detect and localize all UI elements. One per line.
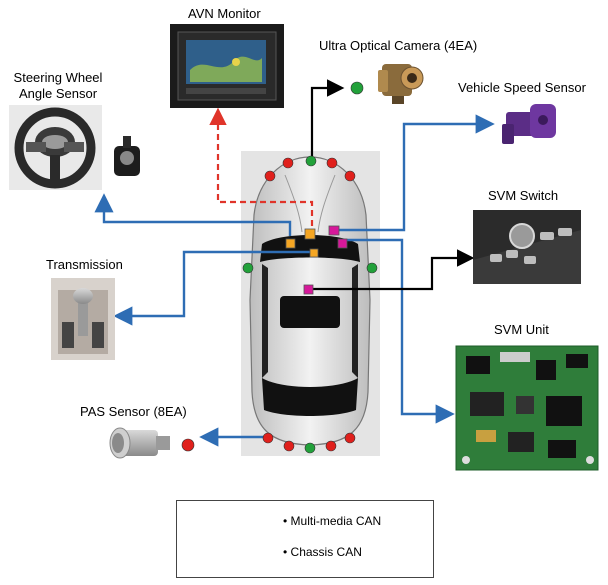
- rear-camera-dot: [304, 442, 316, 454]
- front-sensor-dot: [326, 157, 338, 169]
- front-camera-dot: [305, 155, 317, 167]
- pas-indicator-dot: [181, 438, 195, 452]
- svm-unit-label: SVM Unit: [494, 322, 549, 337]
- legend: • Multi-media CAN • Chassis CAN: [176, 500, 434, 578]
- module-speed: [328, 225, 340, 236]
- front-sensor-dot: [264, 170, 276, 182]
- svm-switch-label: SVM Switch: [488, 188, 559, 203]
- pas-sensor-picture: [109, 427, 170, 459]
- rear-sensor-dot: [262, 432, 274, 444]
- legend-chassis-text: • Chassis CAN: [283, 545, 362, 559]
- right-camera-dot: [366, 262, 378, 274]
- steering-wheel-label-line1: Steering Wheel: [13, 70, 103, 85]
- camera-indicator-dot: [350, 81, 364, 95]
- wire-svm-unit: [340, 238, 455, 424]
- avn-monitor-label: AVN Monitor: [188, 6, 261, 21]
- front-sensor-dot: [344, 170, 356, 182]
- transmission-label: Transmission: [46, 257, 123, 272]
- speed-sensor-picture: [502, 104, 556, 144]
- legend-multimedia-text: • Multi-media CAN: [283, 514, 382, 528]
- module-svm-unit: [337, 238, 348, 249]
- wire-svm-switch: [310, 249, 475, 291]
- rear-sensor-dot: [283, 440, 295, 452]
- avn-monitor-picture: [170, 24, 284, 108]
- steering-wheel-picture: [9, 105, 102, 190]
- sunroof: [280, 296, 340, 328]
- camera-label: Ultra Optical Camera (4EA): [319, 38, 478, 53]
- wire-transmission: [113, 250, 314, 326]
- module-transmission: [309, 248, 319, 258]
- svm-switch-picture: [473, 210, 581, 284]
- rear-sensor-dot: [344, 432, 356, 444]
- front-windshield: [260, 235, 360, 262]
- pas-sensor-label: PAS Sensor (8EA): [80, 404, 187, 419]
- rear-sensor-dot: [325, 440, 337, 452]
- module-steering: [285, 238, 296, 249]
- car-top-view: [249, 156, 371, 446]
- steering-wheel-label-line2: Angle Sensor: [18, 86, 98, 101]
- module-svm-switch: [303, 284, 314, 295]
- speed-sensor-label: Vehicle Speed Sensor: [458, 80, 586, 95]
- module-avn-gateway: [304, 228, 316, 240]
- wire-speed-sensor: [334, 114, 495, 232]
- wire-multimedia-avn: [209, 107, 314, 236]
- angle-sensor-picture: [114, 136, 140, 176]
- left-camera-dot: [242, 262, 254, 274]
- front-sensor-dot: [282, 157, 294, 169]
- transmission-picture: [51, 278, 115, 360]
- rear-window: [262, 378, 358, 416]
- camera-picture: [378, 64, 424, 104]
- wire-steering-sensor: [94, 193, 292, 236]
- svm-unit-picture: [455, 345, 599, 471]
- car-sensor-dots: [242, 155, 378, 454]
- wire-camera: [310, 79, 345, 160]
